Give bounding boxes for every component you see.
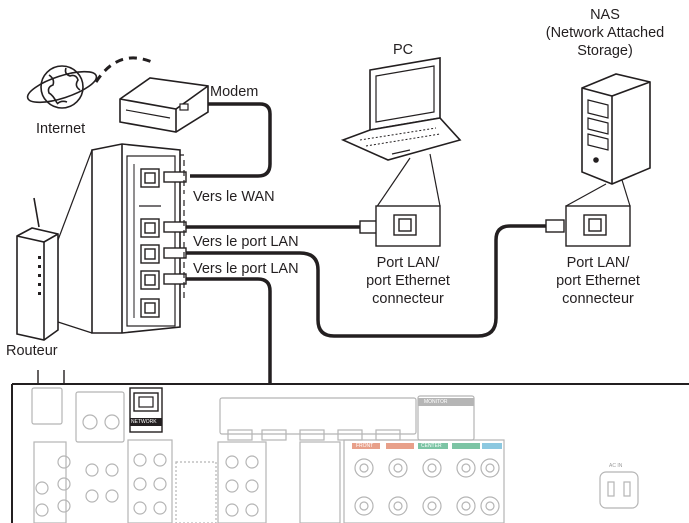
nas-port-label-line2: port Ethernet bbox=[556, 273, 640, 289]
nas-cable-plug bbox=[545, 219, 565, 233]
nas-label-line2: (Network Attached bbox=[545, 25, 665, 41]
nas-icon bbox=[581, 73, 651, 185]
modem-label: Modem bbox=[210, 84, 259, 100]
globe-icon bbox=[26, 65, 98, 109]
nas-label-line1: NAS bbox=[590, 7, 620, 23]
internet-link bbox=[94, 56, 153, 83]
front-label: FRONT bbox=[356, 443, 374, 449]
router-label: Routeur bbox=[6, 343, 58, 359]
zoom-line-top bbox=[57, 149, 93, 241]
nas-port-box bbox=[565, 205, 631, 247]
laptop-icon bbox=[340, 57, 462, 161]
nas-port-label-line1: Port LAN/ bbox=[566, 255, 630, 271]
pc-port-label-line1: Port LAN/ bbox=[376, 255, 440, 271]
zoom-line-bottom bbox=[57, 321, 93, 334]
nas-label-line3: Storage) bbox=[577, 43, 633, 59]
router-icon bbox=[16, 197, 59, 341]
center-label: CENTER bbox=[421, 443, 442, 449]
wan-label: Vers le WAN bbox=[193, 189, 275, 205]
receiver-rear-panel bbox=[0, 370, 689, 523]
lan-label-2: Vers le port LAN bbox=[193, 261, 299, 277]
pc-port-label-line2: port Ethernet bbox=[366, 273, 450, 289]
pc-cable-plug bbox=[359, 220, 379, 234]
pc-label: PC bbox=[393, 42, 414, 58]
internet-label: Internet bbox=[36, 121, 86, 137]
lan-label-1: Vers le port LAN bbox=[193, 234, 299, 250]
pc-port-box bbox=[375, 205, 441, 247]
monitor-label: MONITOR bbox=[424, 399, 448, 405]
network-port-label: NETWORK bbox=[131, 419, 157, 425]
pc-port-label-line3: connecteur bbox=[372, 291, 444, 307]
nas-lan-cable bbox=[186, 224, 552, 338]
wan-cable bbox=[190, 102, 272, 178]
panel-bracket bbox=[180, 154, 185, 300]
ac-in-label: AC IN bbox=[609, 463, 623, 469]
router-port-panel bbox=[91, 143, 181, 334]
modem-icon bbox=[119, 77, 209, 133]
nas-port-label-line3: connecteur bbox=[562, 291, 634, 307]
